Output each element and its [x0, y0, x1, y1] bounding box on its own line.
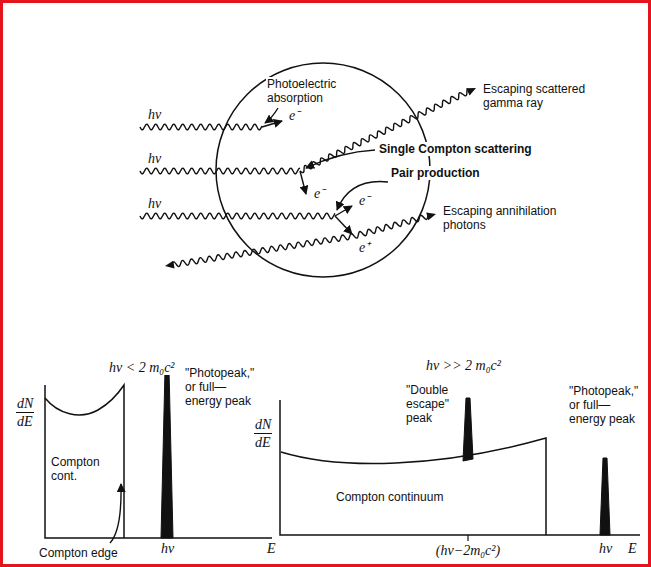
photopeak-spike [600, 458, 610, 535]
leader-arrow [337, 182, 388, 210]
symbol-label: dE [16, 414, 34, 429]
double-escape-spike [463, 398, 473, 461]
symbol-label: dN [254, 417, 272, 432]
annotation-label: "Photopeak," or full—energy peak [184, 366, 260, 408]
annotation-label: "Photopeak," or full—energy peak [568, 384, 644, 426]
symbol-label: (hν−2m₀c²) [435, 543, 501, 558]
symbol-label: e⁺ [358, 240, 371, 255]
annotation-label: Escaping annihilation photons [442, 204, 572, 232]
symbol-label: e⁻ [288, 108, 301, 123]
symbol-label: dN [16, 396, 34, 411]
leader-arrow [265, 108, 278, 123]
symbol-label: hν [147, 196, 162, 211]
symbol-label: hν [160, 541, 175, 556]
symbol-label: hν [147, 107, 162, 122]
annotation-label: Compton continuum [335, 490, 444, 504]
annotation-label: Photoelectric absorption [266, 77, 350, 105]
electron-track [300, 171, 306, 194]
symbol-label: hν [147, 151, 162, 166]
symbol-label: e⁻ [313, 186, 326, 201]
annotation-label: Compton cont. [50, 455, 116, 483]
symbol-label: dE [254, 435, 272, 450]
annotation-label: Escaping scattered gamma ray [482, 82, 602, 110]
photon-wave [354, 215, 428, 238]
symbol-label: hν [598, 541, 613, 556]
leader-arrow [306, 150, 375, 168]
photon-arrowhead [466, 88, 476, 95]
symbol-label: hν < 2 m₀c² [108, 360, 176, 375]
photon-wave [140, 124, 262, 130]
positron-track [335, 216, 352, 234]
leader-arrow [110, 484, 121, 543]
fraction-bar [254, 433, 272, 434]
photopeak-spike [161, 370, 173, 538]
fraction-bar [16, 412, 34, 413]
annotation-label: Compton edge [38, 546, 119, 560]
annotation-label: "Double escape" peak [405, 383, 461, 425]
photon-wave [140, 168, 300, 174]
symbol-label: hν >> 2 m₀c² [425, 358, 502, 373]
symbol-label: e⁻ [358, 193, 371, 208]
photon-wave [140, 213, 335, 219]
compton-continuum-curve [45, 385, 124, 538]
photon-arrowhead [165, 261, 175, 269]
compton-continuum-curve [281, 438, 546, 535]
annotation-label: Single Compton scattering [378, 142, 533, 156]
photon-arrowhead [426, 212, 436, 220]
annotation-label: Pair production [390, 166, 481, 180]
electron-track [262, 121, 282, 127]
axis-tick [467, 535, 468, 541]
symbol-label: E [627, 541, 638, 556]
photon-wave [172, 234, 354, 267]
symbol-label: E [266, 541, 277, 556]
